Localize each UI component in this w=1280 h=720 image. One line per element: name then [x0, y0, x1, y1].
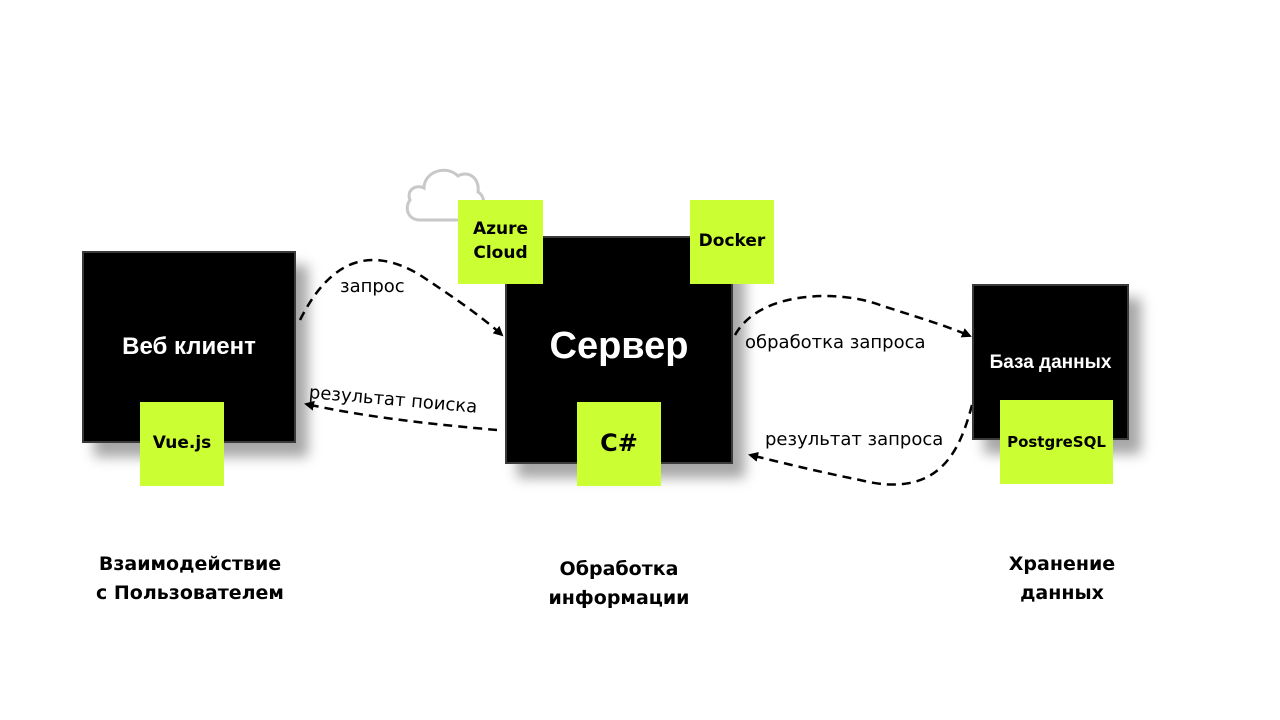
caption-processing: Обработка информации	[548, 558, 690, 609]
azure-label: Azure Cloud	[472, 219, 529, 263]
arrow-request	[298, 258, 504, 337]
azure-tag: Azure Cloud	[458, 200, 543, 284]
vue-label: Vue.js	[152, 433, 212, 454]
vue-tag: Vue.js	[140, 402, 224, 486]
web-client-label: Веб клиент	[122, 333, 256, 360]
docker-label: Docker	[698, 231, 766, 252]
arrow-search-result	[304, 400, 498, 432]
caption-storage: Хранение данных	[1008, 553, 1116, 604]
server-label: Сервер	[549, 324, 689, 367]
arrow-processing	[733, 294, 972, 338]
csharp-tag: C#	[577, 402, 661, 486]
edge-label-query-result: результат запроса	[765, 429, 944, 450]
arrow-query-result	[748, 404, 974, 486]
edge-label-processing: обработка запроса	[745, 332, 926, 353]
postgres-label: PostgreSQL	[1007, 432, 1106, 451]
edge-label-request: запрос	[340, 276, 405, 297]
database-label: База данных	[989, 352, 1112, 373]
docker-tag: Docker	[690, 200, 774, 284]
caption-interaction: Взаимодействие с Пользователем	[96, 553, 284, 604]
csharp-label: C#	[600, 429, 638, 458]
postgres-tag: PostgreSQL	[1000, 400, 1113, 484]
